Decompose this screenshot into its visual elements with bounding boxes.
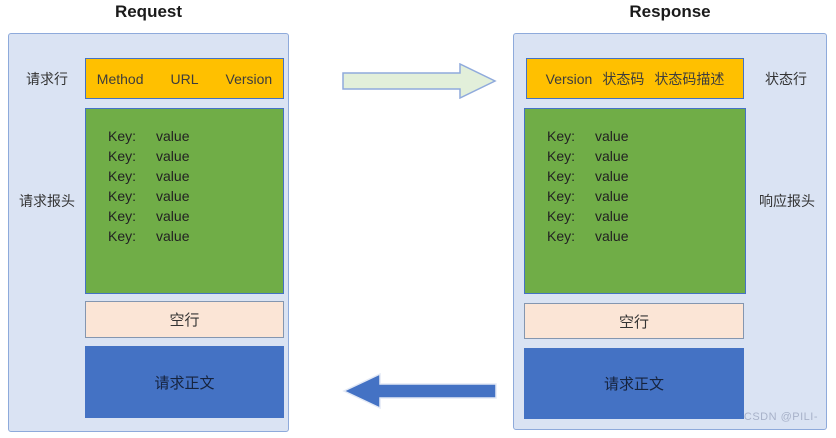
header-value: value: [595, 148, 629, 164]
request-line-part: Version: [225, 70, 273, 87]
watermark: CSDN @PILI-: [743, 411, 818, 423]
header-value: value: [595, 228, 629, 244]
header-line: Key: value: [108, 166, 283, 186]
response-line-part: 状态码描述: [654, 70, 725, 87]
header-line: Key: value: [547, 126, 745, 146]
header-key: Key:: [108, 128, 137, 144]
response-body-box: 请求正文: [524, 348, 744, 419]
header-value: value: [595, 128, 629, 144]
header-line: Key: value: [547, 186, 745, 206]
header-value: value: [156, 208, 190, 224]
header-key: Key:: [547, 168, 576, 184]
response-title: Response: [629, 2, 711, 21]
header-key: Key:: [108, 228, 137, 244]
header-line: Key: value: [108, 146, 283, 166]
response-headers-label: 响应报头: [759, 193, 815, 209]
header-key: Key:: [108, 208, 137, 224]
header-value: value: [595, 208, 629, 224]
header-key: Key:: [108, 168, 137, 184]
request-line-part: Method: [96, 70, 144, 87]
header-key: Key:: [547, 208, 576, 224]
response-status-line-box: Version 状态码 状态码描述: [526, 58, 744, 99]
request-line-box: Method URL Version: [85, 58, 284, 99]
header-value: value: [156, 188, 190, 204]
header-value: value: [156, 148, 190, 164]
header-line: Key: value: [547, 206, 745, 226]
request-line-label: 请求行: [26, 70, 68, 87]
response-panel: Version 状态码 状态码描述 状态行 Key: value Key: va…: [513, 33, 827, 430]
header-value: value: [595, 168, 629, 184]
header-key: Key:: [547, 128, 576, 144]
header-key: Key:: [547, 148, 576, 164]
header-line: Key: value: [547, 146, 745, 166]
header-value: value: [156, 168, 190, 184]
header-key: Key:: [108, 188, 137, 204]
header-line: Key: value: [547, 166, 745, 186]
request-body-box: 请求正文: [85, 346, 284, 418]
response-line-part: 状态码: [602, 70, 645, 87]
header-key: Key:: [547, 188, 576, 204]
header-line: Key: value: [547, 226, 745, 246]
header-key: Key:: [547, 228, 576, 244]
request-headers-label: 请求报头: [19, 193, 75, 209]
request-blank-line-box: 空行: [85, 301, 284, 338]
header-value: value: [156, 228, 190, 244]
response-blank-line-box: 空行: [524, 303, 744, 339]
request-panel: 请求行 Method URL Version 请求报头 Key: value K…: [8, 33, 289, 432]
response-status-line-label: 状态行: [765, 70, 807, 87]
request-line-part: URL: [170, 70, 199, 87]
response-headers-box: Key: value Key: value Key: value Key: va…: [524, 108, 746, 294]
header-line: Key: value: [108, 186, 283, 206]
response-line-part: Version: [545, 70, 593, 87]
header-line: Key: value: [108, 206, 283, 226]
request-arrow-icon: [342, 63, 497, 99]
response-arrow-icon: [342, 372, 497, 410]
header-value: value: [595, 188, 629, 204]
header-line: Key: value: [108, 126, 283, 146]
request-headers-box: Key: value Key: value Key: value Key: va…: [85, 108, 284, 294]
header-value: value: [156, 128, 190, 144]
request-title: Request: [114, 2, 183, 21]
header-line: Key: value: [108, 226, 283, 246]
header-key: Key:: [108, 148, 137, 164]
